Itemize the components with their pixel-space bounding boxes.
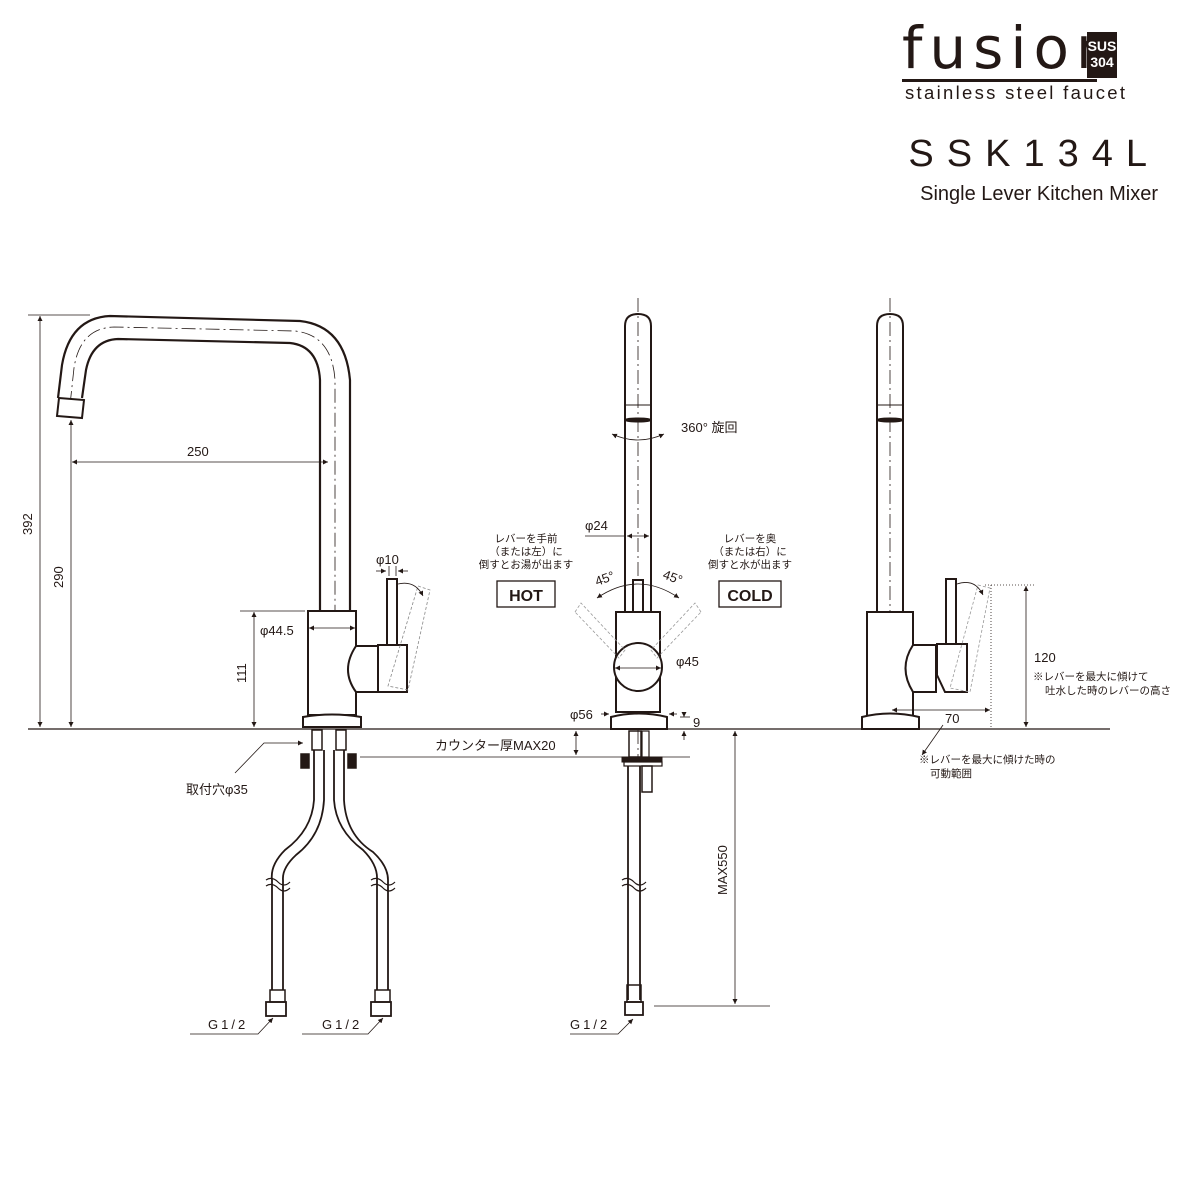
dim-9-label: 9 [693,715,700,730]
spout-outline-outer [56,314,352,610]
hose-connector-left [311,729,323,751]
dim-250-label: 250 [187,444,209,459]
cold-note-line-1: レバーを奥 [724,532,777,545]
lever-ghost-left [574,602,626,659]
cold-box [718,580,782,608]
dim-290-label: 290 [51,566,66,588]
logo-underline [902,79,1097,82]
front-hose-connector [628,730,642,758]
front-mount-nut [641,765,653,793]
dim-70-label: 70 [945,711,959,726]
hot-note-line-2: （または左）に [489,545,563,558]
angle-left-label: 45° [593,568,617,589]
hot-label: HOT [509,588,543,605]
dim-45-label: φ45 [676,654,699,669]
rear-pipe-top [876,312,904,420]
rotation-arrow [611,433,665,441]
spout-centerline [69,326,336,720]
hose-fitting-left [269,989,286,1003]
dim-56-label: φ56 [570,707,593,722]
range-note-line-1: ※レバーを最大に傾けた時の [919,753,1056,766]
mount-hole-leader [234,740,303,774]
hot-box [496,580,556,608]
front-view-labels: 360° 旋回 φ24 レバーを手前 （または左）に 倒すとお湯が出ます レバー… [479,420,792,1032]
front-view [496,298,782,1035]
range-note-leader [921,724,944,756]
swivel-ring [624,417,652,423]
badge-line-1: SUS [1087,38,1117,54]
hose-break-left [265,877,291,892]
lever-joint [347,645,379,693]
material-badge: SUS 304 [1087,32,1117,78]
hose-fitting-right [374,989,391,1003]
rear-base [861,712,920,730]
rear-view-labels: 120 ※レバーを最大に傾けて 吐水した時のレバーの高さ 70 ※レバーを最大に… [919,650,1171,780]
front-hose-fitting [626,984,642,1003]
hose-thread-left-label: G1/2 [208,1017,248,1032]
body-base [302,713,362,728]
side-view [28,314,690,1035]
hose-left-inner [282,750,325,990]
front-base [610,712,668,730]
hot-note-line-1: レバーを手前 [495,532,558,545]
hose-connector-right [335,729,347,751]
rear-lever-joint [904,644,937,693]
hot-note-line-3: 倒すとお湯が出ます [479,558,574,571]
tagline: stainless steel faucet [905,82,1128,103]
aerator [55,396,86,420]
product-name: Single Lever Kitchen Mixer [920,183,1158,205]
dim-24-label: φ24 [585,518,608,533]
lever-tilted-ghost [387,585,431,691]
lever-handle-block [377,644,408,693]
dim-550-label: MAX550 [715,845,730,895]
cold-label: COLD [727,588,772,605]
lever-rotation-arrow [397,582,424,597]
front-threaded-rod [641,730,650,758]
hose-right-inner [343,750,389,990]
brand-block: fusion SUS 304 stainless steel faucet [902,14,1142,103]
lever-height-note-line-1: ※レバーを最大に傾けて [1033,670,1149,683]
front-pipe-top [624,312,652,420]
front-lever-stick [632,579,644,613]
logo: fusion SUS 304 [902,14,1142,84]
mount-nut-right [347,753,357,769]
rear-lever-handle [936,643,968,693]
front-hose-fitting-nut [624,1001,644,1016]
hose-fitting-left-nut [265,1001,287,1017]
dim-120-label: 120 [1034,650,1056,665]
side-view-labels: 392 290 250 111 φ44.5 φ10 取付穴φ35 カウンター厚M… [20,444,556,1032]
counter-thickness-label: カウンター厚MAX20 [435,738,556,753]
mount-nut-left [300,753,310,769]
rear-lever-arrow [956,582,984,596]
rear-lever-stick [945,578,957,645]
hose-thread-right-label: G1/2 [322,1017,362,1032]
lever-ghost-right [650,602,702,659]
dim-392-label: 392 [20,513,35,535]
dim-44-5-label: φ44.5 [260,623,294,638]
front-hose-break [621,877,647,892]
range-note-line-2: 可動範囲 [930,767,972,780]
cold-note-line-3: 倒すと水が出ます [708,558,792,571]
lever-height-note-line-2: 吐水した時のレバーの高さ [1045,684,1171,697]
badge-line-2: 304 [1090,54,1114,70]
logo-wordmark: fusion [902,14,1120,82]
lever-stick [386,578,398,646]
tilt-arrow [596,583,680,599]
rotation-label: 360° 旋回 [681,420,738,435]
rear-view [861,298,1035,756]
hose-left [270,750,315,990]
hose-break-right [370,877,396,892]
mount-hole-label: 取付穴φ35 [186,782,248,797]
angle-right-label: 45° [661,567,685,588]
dim-111-label: 111 [234,663,249,683]
dim-10-label: φ10 [376,552,399,567]
front-handle [613,642,663,692]
front-hose-thread-label: G1/2 [570,1017,610,1032]
model-number: SSK134L [908,133,1160,175]
front-mount-plate [621,756,663,763]
spout-outline-inner [80,337,322,610]
cold-note-line-2: （または右）に [713,545,787,558]
hose-right [333,750,378,990]
hose-fitting-right-nut [370,1001,392,1017]
